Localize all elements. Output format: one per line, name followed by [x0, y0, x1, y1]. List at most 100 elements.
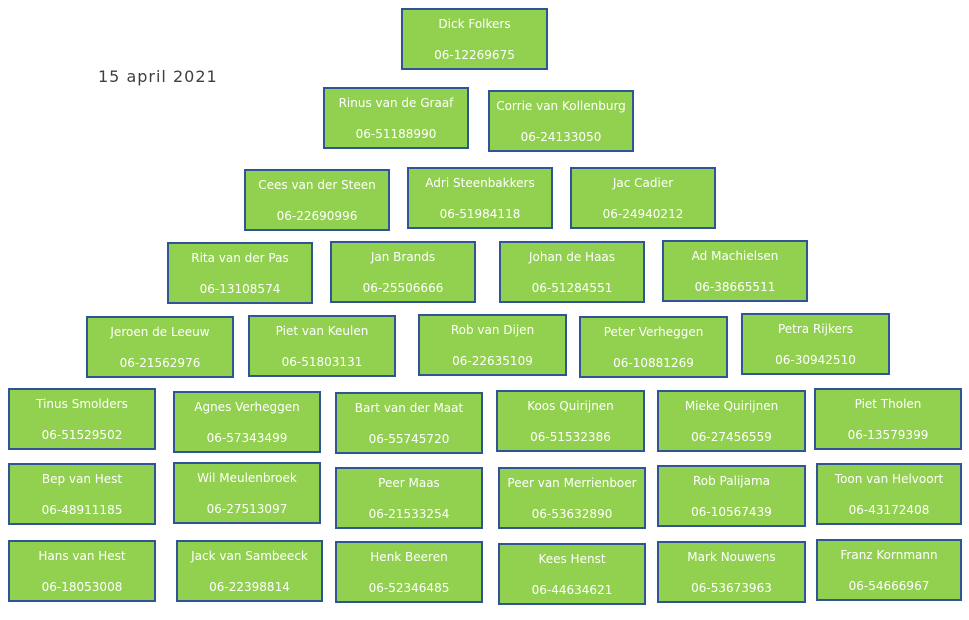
- contact-phone: 06-51984118: [439, 207, 521, 221]
- contact-box: Bart van der Maat 06-55745720: [335, 392, 483, 454]
- contact-box: Agnes Verheggen 06-57343499: [173, 391, 321, 453]
- contact-name: Bart van der Maat: [354, 401, 464, 415]
- contact-box: Rinus van de Graaf 06-51188990: [323, 87, 469, 149]
- contact-phone: 06-22635109: [452, 354, 533, 368]
- contact-box: Rob van Dijen 06-22635109: [418, 314, 567, 376]
- contact-box: Peer van Merrienboer 06-53632890: [498, 467, 646, 529]
- contact-name: Rinus van de Graaf: [338, 96, 454, 110]
- contact-name: Cees van der Steen: [258, 178, 376, 192]
- contact-name: Kees Henst: [538, 552, 606, 566]
- contact-box: Ad Machielsen 06-38665511: [662, 240, 808, 302]
- contact-box: Jac Cadier 06-24940212: [570, 167, 716, 229]
- contact-name: Piet van Keulen: [275, 324, 369, 338]
- contact-name: Mieke Quirijnen: [684, 399, 779, 413]
- contact-box: Henk Beeren 06-52346485: [335, 541, 483, 603]
- contact-name: Jeroen de Leeuw: [110, 325, 210, 339]
- contact-name: Jac Cadier: [612, 176, 674, 190]
- contact-name: Mark Nouwens: [687, 550, 776, 564]
- contact-phone: 06-22690996: [276, 209, 358, 223]
- contact-box: Piet van Keulen 06-51803131: [248, 315, 396, 377]
- contact-name: Johan de Haas: [528, 250, 616, 264]
- contact-box: Kees Henst 06-44634621: [498, 543, 646, 605]
- contact-name: Franz Kornmann: [840, 548, 938, 562]
- contact-name: Peter Verheggen: [603, 325, 704, 339]
- contact-name: Jan Brands: [370, 250, 436, 264]
- contact-phone: 06-10881269: [613, 356, 694, 370]
- contact-name: Rob van Dijen: [450, 323, 535, 337]
- contact-box: Adri Steenbakkers 06-51984118: [407, 167, 553, 229]
- contact-box: Koos Quirijnen 06-51532386: [496, 390, 645, 452]
- contact-phone: 06-54666967: [848, 579, 930, 593]
- contact-box: Jan Brands 06-25506666: [330, 241, 476, 303]
- contact-phone: 06-55745720: [368, 432, 450, 446]
- contact-phone: 06-51188990: [355, 127, 437, 141]
- contact-name: Rita van der Pas: [191, 251, 289, 265]
- contact-box: Hans van Hest 06-18053008: [8, 540, 156, 602]
- contact-phone: 06-38665511: [694, 280, 776, 294]
- contact-name: Wil Meulenbroek: [197, 471, 297, 485]
- contact-phone: 06-24940212: [602, 207, 684, 221]
- contact-name: Adri Steenbakkers: [425, 176, 535, 190]
- contact-box: Bep van Hest 06-48911185: [8, 463, 156, 525]
- contact-box: Peter Verheggen 06-10881269: [579, 316, 728, 378]
- contact-name: Peer van Merrienboer: [507, 476, 637, 490]
- contact-phone: 06-51803131: [281, 355, 363, 369]
- contact-box: Mark Nouwens 06-53673963: [657, 541, 806, 603]
- contact-phone: 06-44634621: [531, 583, 613, 597]
- contact-box: Rob Palijama 06-10567439: [657, 465, 806, 527]
- contact-box: Johan de Haas 06-51284551: [499, 241, 645, 303]
- contact-box: Jeroen de Leeuw 06-21562976: [86, 316, 234, 378]
- contact-box: Corrie van Kollenburg 06-24133050: [488, 90, 634, 152]
- contact-phone: 06-30942510: [775, 353, 856, 367]
- contact-box: Peer Maas 06-21533254: [335, 467, 483, 529]
- contact-name: Tinus Smolders: [36, 397, 128, 411]
- contact-phone: 06-53632890: [531, 507, 613, 521]
- contact-phone: 06-12269675: [434, 48, 515, 62]
- contact-phone: 06-10567439: [691, 505, 772, 519]
- contact-box: Petra Rijkers 06-30942510: [741, 313, 890, 375]
- date-label: 15 april 2021: [98, 67, 218, 86]
- contact-phone: 06-51532386: [530, 430, 611, 444]
- contact-box: Toon van Helvoort 06-43172408: [816, 463, 962, 525]
- contact-box: Dick Folkers 06-12269675: [401, 8, 548, 70]
- contact-box: Tinus Smolders 06-51529502: [8, 388, 156, 450]
- contact-phone: 06-51529502: [41, 428, 123, 442]
- contact-phone: 06-13579399: [847, 428, 929, 442]
- contact-name: Piet Tholen: [854, 397, 922, 411]
- contact-name: Jack van Sambeeck: [191, 549, 308, 563]
- contact-box: Mieke Quirijnen 06-27456559: [657, 390, 806, 452]
- contact-phone: 06-57343499: [206, 431, 288, 445]
- contact-phone: 06-43172408: [848, 503, 930, 517]
- contact-box: Franz Kornmann 06-54666967: [816, 539, 962, 601]
- contact-name: Toon van Helvoort: [834, 472, 944, 486]
- contact-box: Rita van der Pas 06-13108574: [167, 242, 313, 304]
- contact-phone: 06-18053008: [41, 580, 123, 594]
- contact-phone: 06-27513097: [206, 502, 288, 516]
- contact-box: Jack van Sambeeck 06-22398814: [176, 540, 323, 602]
- contact-phone: 06-53673963: [691, 581, 772, 595]
- contact-phone: 06-24133050: [520, 130, 602, 144]
- contact-phone: 06-22398814: [209, 580, 290, 594]
- contact-name: Bep van Hest: [41, 472, 123, 486]
- contact-name: Ad Machielsen: [691, 249, 779, 263]
- contact-phone: 06-27456559: [691, 430, 772, 444]
- contact-name: Petra Rijkers: [777, 322, 854, 336]
- contact-phone: 06-25506666: [362, 281, 444, 295]
- contact-box: Piet Tholen 06-13579399: [814, 388, 962, 450]
- contact-phone: 06-13108574: [199, 282, 281, 296]
- contact-phone: 06-51284551: [531, 281, 613, 295]
- contact-name: Rob Palijama: [692, 474, 771, 488]
- contact-phone: 06-48911185: [41, 503, 123, 517]
- contact-name: Henk Beeren: [370, 550, 448, 564]
- contact-name: Agnes Verheggen: [194, 400, 300, 414]
- contact-name: Koos Quirijnen: [527, 399, 614, 413]
- contact-phone: 06-52346485: [368, 581, 450, 595]
- contact-phone: 06-21533254: [368, 507, 450, 521]
- contact-phone: 06-21562976: [119, 356, 201, 370]
- contact-name: Peer Maas: [378, 476, 440, 490]
- contact-box: Cees van der Steen 06-22690996: [244, 169, 390, 231]
- contact-name: Corrie van Kollenburg: [496, 99, 626, 113]
- contact-name: Dick Folkers: [438, 17, 511, 31]
- contact-name: Hans van Hest: [38, 549, 126, 563]
- contact-box: Wil Meulenbroek 06-27513097: [173, 462, 321, 524]
